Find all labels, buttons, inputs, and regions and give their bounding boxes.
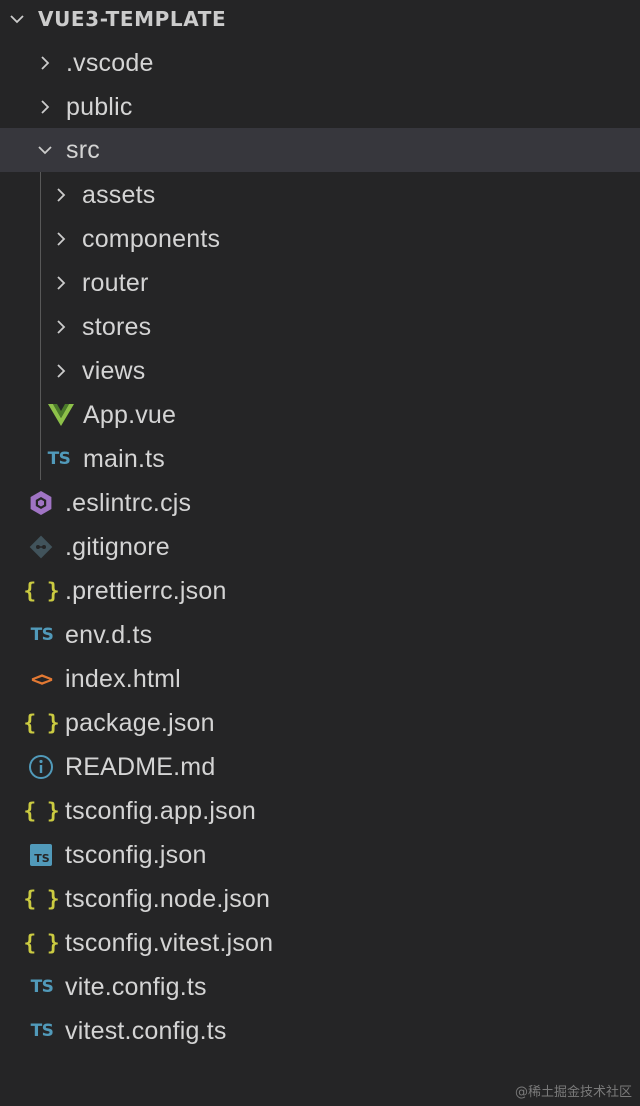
tree-item-label: router	[82, 268, 149, 297]
typescript-file-icon: TS	[30, 1021, 54, 1041]
tree-item-label: index.html	[65, 664, 181, 693]
tree-item-label: vitest.config.ts	[65, 1016, 227, 1045]
tree-item-label: package.json	[65, 708, 215, 737]
tree-item-stores-folder[interactable]: stores	[0, 305, 640, 349]
tree-item-components-folder[interactable]: components	[0, 217, 640, 261]
chevron-down-icon	[32, 137, 58, 163]
tree-item-tsconfig-app-json[interactable]: { } tsconfig.app.json	[0, 789, 640, 833]
tree-item-package-json[interactable]: { } package.json	[0, 701, 640, 745]
tree-item-router-folder[interactable]: router	[0, 261, 640, 305]
info-icon	[27, 753, 55, 781]
tree-item-public-folder[interactable]: public	[0, 85, 640, 129]
tree-item-index-html[interactable]: <> index.html	[0, 657, 640, 701]
tsconfig-file-icon: TS	[27, 841, 55, 869]
tree-item-label: src	[66, 135, 100, 164]
tree-item-label: .vscode	[66, 48, 154, 77]
typescript-file-icon: TS	[30, 625, 54, 645]
tree-item-main-ts[interactable]: TS main.ts	[0, 437, 640, 481]
json-file-icon: { }	[23, 887, 60, 911]
chevron-right-icon	[32, 94, 58, 120]
svg-text:TS: TS	[34, 852, 50, 865]
chevron-right-icon	[48, 270, 74, 296]
tree-item-assets-folder[interactable]: assets	[0, 173, 640, 217]
tree-item-label: README.md	[65, 752, 216, 781]
tree-item-app-vue[interactable]: App.vue	[0, 393, 640, 437]
tree-item-src-folder[interactable]: src	[0, 128, 640, 172]
explorer-root-header[interactable]: VUE3-TEMPLATE	[0, 0, 640, 38]
tree-item-label: views	[82, 356, 146, 385]
tree-item-tsconfig-vitest-json[interactable]: { } tsconfig.vitest.json	[0, 921, 640, 965]
chevron-right-icon	[48, 182, 74, 208]
vue-file-icon	[47, 401, 75, 429]
json-file-icon: { }	[23, 711, 60, 735]
tree-item-vitest-config-ts[interactable]: TS vitest.config.ts	[0, 1009, 640, 1053]
typescript-file-icon: TS	[47, 449, 71, 469]
tree-item-label: App.vue	[83, 400, 177, 429]
chevron-right-icon	[48, 314, 74, 340]
tree-item-gitignore[interactable]: .gitignore	[0, 525, 640, 569]
tree-item-label: tsconfig.app.json	[65, 796, 257, 825]
tree-item-label: .gitignore	[65, 532, 170, 561]
typescript-file-icon: TS	[30, 977, 54, 997]
tree-item-vscode-folder[interactable]: .vscode	[0, 41, 640, 85]
tree-item-eslintrc[interactable]: .eslintrc.cjs	[0, 481, 640, 525]
tree-item-label: env.d.ts	[65, 620, 153, 649]
tree-item-label: vite.config.ts	[65, 972, 207, 1001]
tree-item-label: .eslintrc.cjs	[65, 488, 192, 517]
watermark-text: @稀土掘金技术社区	[514, 1085, 632, 1100]
json-file-icon: { }	[23, 799, 60, 823]
tree-item-label: tsconfig.node.json	[65, 884, 271, 913]
eslint-file-icon	[27, 489, 55, 517]
tree-item-label: .prettierrc.json	[65, 576, 227, 605]
tree-item-prettierrc[interactable]: { } .prettierrc.json	[0, 569, 640, 613]
tree-item-label: main.ts	[83, 444, 165, 473]
tree-item-label: stores	[82, 312, 152, 341]
tree-item-label: tsconfig.vitest.json	[65, 928, 274, 957]
tree-item-env-d-ts[interactable]: TS env.d.ts	[0, 613, 640, 657]
json-file-icon: { }	[23, 579, 60, 603]
html-file-icon: <>	[30, 667, 53, 691]
explorer-root-label: VUE3-TEMPLATE	[38, 7, 227, 31]
tree-item-label: tsconfig.json	[65, 840, 207, 869]
tree-item-views-folder[interactable]: views	[0, 349, 640, 393]
chevron-right-icon	[48, 226, 74, 252]
tree-item-readme[interactable]: README.md	[0, 745, 640, 789]
chevron-right-icon	[48, 358, 74, 384]
tree-item-vite-config-ts[interactable]: TS vite.config.ts	[0, 965, 640, 1009]
tree-item-label: components	[82, 224, 221, 253]
git-file-icon	[27, 533, 55, 561]
tree-item-label: assets	[82, 180, 156, 209]
indent-guide	[40, 172, 41, 480]
json-file-icon: { }	[23, 931, 60, 955]
chevron-right-icon	[32, 50, 58, 76]
tree-item-label: public	[66, 92, 133, 121]
chevron-down-icon[interactable]	[4, 6, 30, 32]
tree-item-tsconfig-node-json[interactable]: { } tsconfig.node.json	[0, 877, 640, 921]
tree-item-tsconfig-json[interactable]: TS tsconfig.json	[0, 833, 640, 877]
